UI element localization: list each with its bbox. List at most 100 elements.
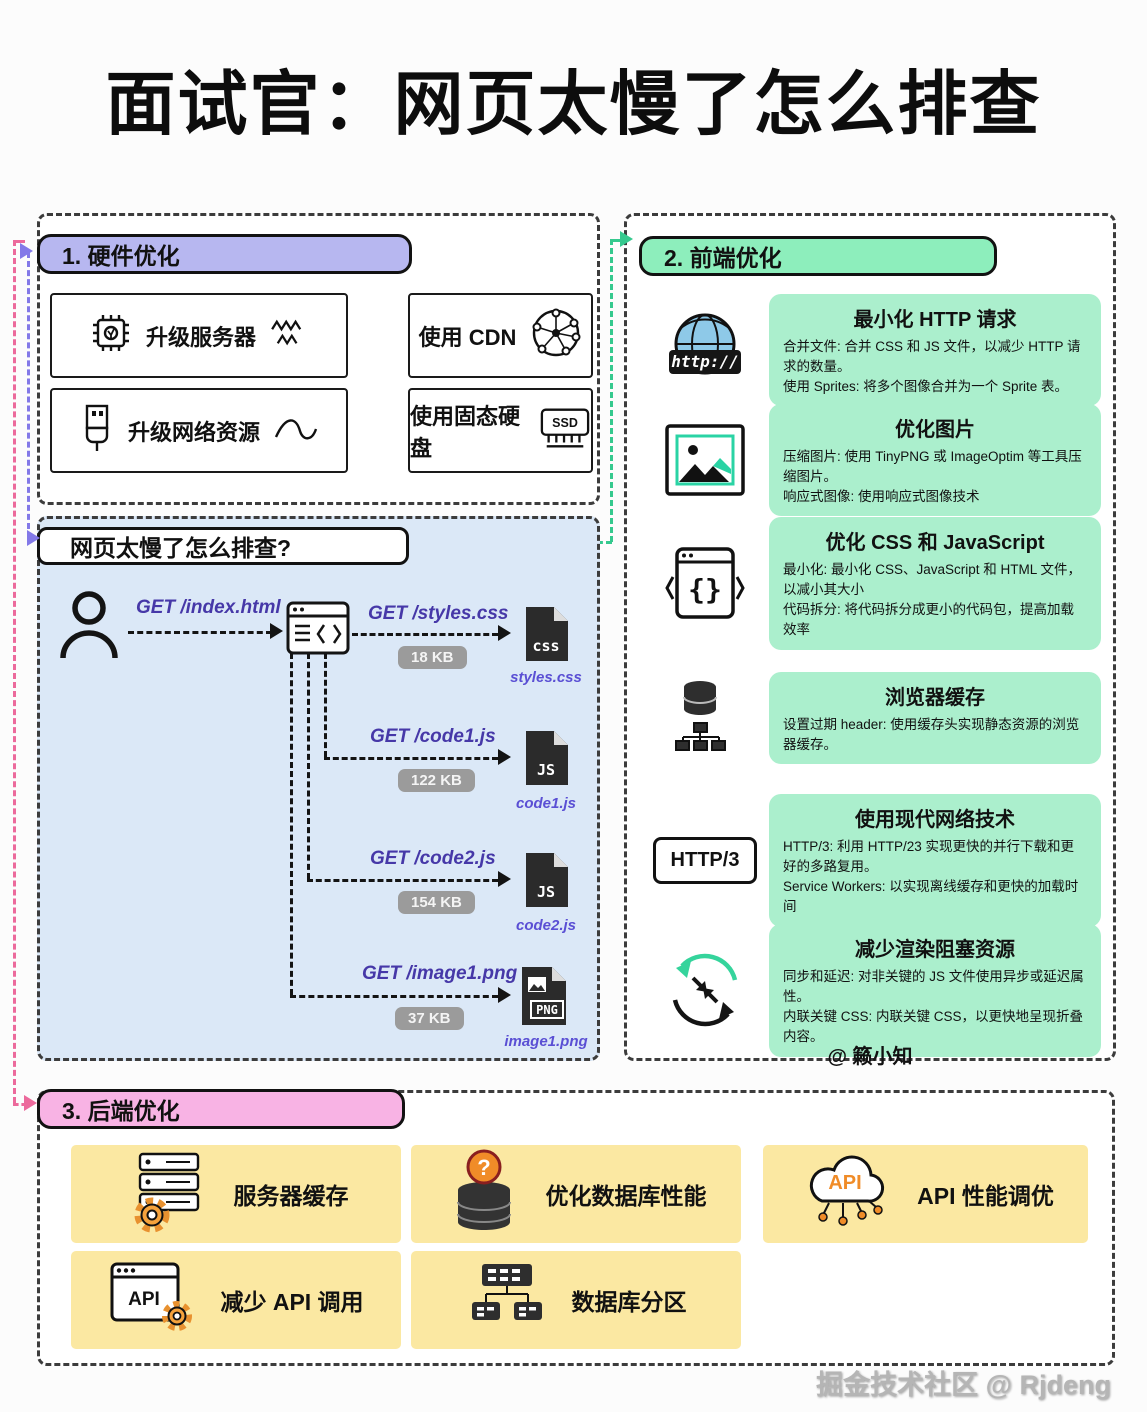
http3-label: HTTP/3 [670, 848, 740, 871]
frontend-section-header: 2. 前端优化 [639, 236, 997, 276]
file-name: image1.png [504, 1033, 588, 1050]
api-cloud-icon: API [797, 1151, 893, 1237]
connector-line-green-v [610, 239, 613, 542]
http3-icon: HTTP/3 [641, 836, 769, 884]
fe-card-title: 优化图片 [895, 418, 975, 441]
js-file-icon: JS [522, 851, 570, 914]
backend-section-header: 3. 后端优化 [37, 1089, 405, 1129]
hw-item-label: 使用固态硬盘 [410, 403, 521, 461]
user-icon [58, 589, 120, 664]
svg-text:css: css [532, 637, 559, 655]
css-file-icon: css [522, 605, 570, 668]
render-blocking-icon [641, 948, 769, 1032]
code-icon: {} [641, 547, 769, 619]
request-arrow [498, 987, 511, 1003]
fe-card-desc: 压缩图片: 使用 TinyPNG 或 ImageOptim 等工具压缩图片。 响… [783, 448, 1082, 505]
fe-card-title: 优化 CSS 和 JavaScript [825, 531, 1045, 554]
hw-item-label: 升级网络资源 [127, 419, 260, 445]
flow-header-label: 网页太慢了怎么排查? [70, 535, 292, 561]
hw-item-use-ssd: 使用固态硬盘 SSD [408, 388, 593, 473]
request-arrow [498, 625, 511, 641]
frontend-section: 2. 前端优化 http:// 最小化 HTTP 请求 合并文件: 合并 CSS… [624, 213, 1116, 1068]
hardware-section: 1. 硬件优化 升级服务器 [37, 213, 600, 505]
fe-card-title: 使用现代网络技术 [855, 808, 1015, 831]
cable-icon [274, 413, 318, 449]
request-index-arrow [270, 623, 283, 639]
fe-card-title: 减少渲染阻塞资源 [855, 938, 1015, 961]
request-line [290, 995, 498, 998]
svg-text:API: API [129, 1289, 161, 1310]
flow-section: 网页太慢了怎么排查? GET /index.html GET /style [37, 516, 600, 1061]
size-badge: 122 KB [398, 769, 475, 792]
fe-row-browser-cache: 浏览器缓存 设置过期 header: 使用缓存头实现静态资源的浏览器缓存。 [641, 671, 1101, 765]
cpu-icon [90, 312, 132, 360]
backend-header-label: 3. 后端优化 [62, 1098, 180, 1124]
fe-row-css-js: {} 优化 CSS 和 JavaScript 最小化: 最小化 CSS、Java… [641, 516, 1101, 650]
file-name: code2.js [515, 917, 577, 934]
svg-text:SSD: SSD [552, 416, 578, 430]
be-card-reduce-api-calls: API 减少 API 调用 [71, 1251, 401, 1349]
request-label: GET /code2.js [370, 848, 496, 869]
frontend-header-label: 2. 前端优化 [664, 245, 782, 271]
request-arrow [498, 749, 511, 765]
browser-icon [286, 601, 350, 660]
backend-section: 3. 后端优化 [37, 1089, 1115, 1366]
connector-line-purple [27, 252, 30, 538]
branch-line [290, 653, 293, 995]
request-label: GET /code1.js [370, 726, 496, 747]
fe-card-desc: 同步和延迟: 对非关键的 JS 文件使用异步或延迟属性。 内联关键 CSS: 内… [783, 968, 1084, 1045]
cdn-network-icon [530, 307, 582, 365]
be-card-label: 服务器缓存 [233, 1183, 349, 1209]
fe-card-desc: 合并文件: 合并 CSS 和 JS 文件，以减少 HTTP 请求的数量。 使用 … [783, 338, 1081, 395]
api-browser-icon: API [108, 1260, 196, 1340]
hw-item-label: 使用 CDN [418, 324, 517, 350]
page-title: 面试官：网页太慢了怎么排查 [105, 65, 1042, 143]
cache-database-icon [641, 677, 769, 759]
fe-card-browser-cache: 浏览器缓存 设置过期 header: 使用缓存头实现静态资源的浏览器缓存。 [769, 671, 1101, 765]
request-arrow [498, 871, 511, 887]
be-card-label: 数据库分区 [571, 1289, 687, 1315]
fe-card-title: 最小化 HTTP 请求 [853, 308, 1017, 331]
fe-card-render-blocking: 减少渲染阻塞资源 同步和延迟: 对非关键的 JS 文件使用异步或延迟属性。 内联… [769, 923, 1101, 1057]
request-index-line [128, 631, 272, 634]
svg-text:http://: http:// [671, 352, 738, 371]
svg-text:{}: {} [688, 573, 722, 606]
request-index-label: GET /index.html [136, 597, 281, 618]
hardware-header-label: 1. 硬件优化 [62, 243, 180, 269]
svg-text:JS: JS [537, 761, 555, 779]
be-card-label: 减少 API 调用 [220, 1289, 364, 1315]
fe-card-optimize-code: 优化 CSS 和 JavaScript 最小化: 最小化 CSS、JavaScr… [769, 516, 1101, 650]
arrow-into-frontend [620, 231, 633, 247]
connector-line-pink [13, 240, 16, 1103]
connector-line-green-stub [610, 239, 622, 242]
arrow-into-backend [24, 1095, 37, 1111]
hw-item-label: 升级服务器 [145, 324, 256, 350]
svg-text:API: API [828, 1172, 861, 1194]
request-line [352, 633, 498, 636]
connector-line-pink-bottom [13, 1103, 27, 1106]
be-card-db-partition: 数据库分区 [411, 1251, 741, 1349]
database-performance-icon: ? [446, 1148, 522, 1240]
ssd-icon: SSD [539, 405, 591, 457]
size-badge: 18 KB [398, 646, 467, 669]
fe-row-modern-network: HTTP/3 使用现代网络技术 HTTP/3: 利用 HTTP/23 实现更快的… [641, 793, 1101, 927]
image-icon [641, 424, 769, 496]
be-card-server-cache: 服务器缓存 [71, 1145, 401, 1243]
fe-row-render-blocking: 减少渲染阻塞资源 同步和延迟: 对非关键的 JS 文件使用异步或延迟属性。 内联… [641, 923, 1101, 1057]
coil-icon [270, 318, 308, 354]
request-label: GET /image1.png [362, 963, 518, 984]
hw-item-upgrade-network: 升级网络资源 [50, 388, 348, 473]
svg-text:PNG: PNG [536, 1003, 558, 1017]
hw-item-upgrade-server: 升级服务器 [50, 293, 348, 378]
size-badge: 37 KB [395, 1007, 464, 1030]
fe-card-minimize-http: 最小化 HTTP 请求 合并文件: 合并 CSS 和 JS 文件，以减少 HTT… [769, 293, 1101, 407]
server-cache-icon [124, 1149, 210, 1239]
globe-http-icon: http:// [641, 310, 769, 390]
fe-card-desc: HTTP/3: 利用 HTTP/23 实现更快的并行下载和更好的多路复用。 Se… [783, 838, 1079, 915]
arrow-into-flow [27, 530, 40, 546]
be-card-db-performance: ? 优化数据库性能 [411, 1145, 741, 1243]
branch-line [307, 653, 310, 879]
request-line [307, 879, 498, 882]
fe-card-desc: 最小化: 最小化 CSS、JavaScript 和 HTML 文件，以减小其大小… [783, 561, 1082, 638]
